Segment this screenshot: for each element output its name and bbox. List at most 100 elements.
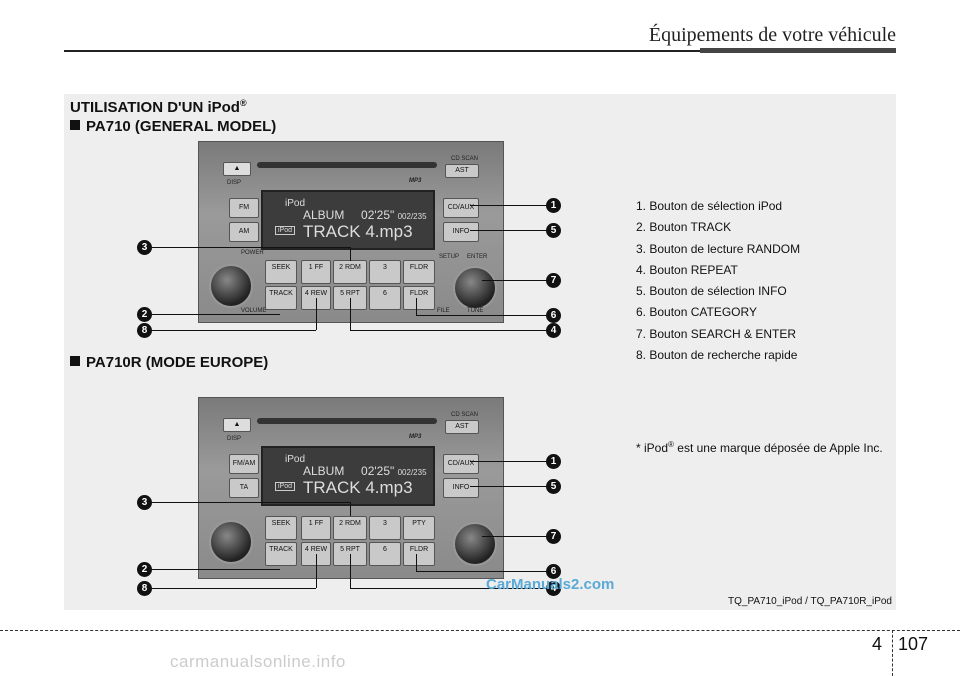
square-bullet-icon [70, 120, 80, 130]
watermark: CarManuals2.com [486, 576, 615, 593]
legend-item: 3. Bouton de lecture RANDOM [636, 241, 801, 256]
file-label: FILE [437, 308, 450, 314]
track-button: TRACK [265, 286, 297, 310]
lcd-album-row: ALBUM 02'25" 002/235 [303, 464, 427, 478]
disp-label: DISP [227, 436, 242, 442]
callout-vline-8b [316, 554, 317, 588]
lcd-display: iPod ALBUM 02'25" 002/235 iPod TRACK 4.m… [261, 446, 435, 506]
marker-4b: 4 [546, 581, 561, 596]
preset-1-ff-button: 1 FF [301, 516, 331, 540]
marker-8: 8 [137, 323, 152, 338]
callout-line-3 [152, 247, 350, 248]
legend-item: 4. Bouton REPEAT [636, 262, 738, 277]
lcd-time: 02'25" [361, 464, 395, 478]
callout-line-4 [350, 330, 546, 331]
lcd-count: 002/235 [397, 468, 427, 477]
callout-line-4b [350, 588, 546, 589]
note-prefix: * iPod [636, 441, 669, 455]
folder-button: FLDR [403, 542, 435, 566]
seek-button: SEEK [265, 260, 297, 284]
marker-1b: 1 [546, 454, 561, 469]
callout-line-1b [470, 461, 546, 462]
legend-item: 8. Bouton de recherche rapide [636, 348, 798, 363]
lcd-ipod-tag: iPod [275, 482, 296, 491]
lcd-ipod-tag: iPod [275, 226, 296, 235]
info-button: INFO [443, 478, 479, 498]
marker-8b: 8 [137, 581, 152, 596]
cd-scan-label: CD SCAN [451, 156, 479, 162]
lcd-track: TRACK 4.mp3 [303, 222, 413, 241]
ta-button: TA [229, 478, 259, 498]
folder-up-button: FLDR [403, 260, 435, 284]
callout-vline-6b [416, 554, 417, 571]
power-label: POWER [241, 250, 264, 256]
callout-line-6b [416, 571, 546, 572]
marker-7b: 7 [546, 529, 561, 544]
marker-3b: 3 [137, 495, 152, 510]
header-tab-bar [700, 48, 896, 53]
marker-2b: 2 [137, 562, 152, 577]
lcd-count: 002/235 [397, 212, 427, 221]
cd-scan-label: CD SCAN [451, 412, 479, 418]
subtitle-general-model: PA710 (GENERAL MODEL) [70, 118, 276, 135]
info-button: INFO [443, 222, 479, 242]
page-header-title: Équipements de votre véhicule [648, 24, 896, 46]
eject-button: ▲ [223, 418, 251, 432]
preset-6-button: 6 [369, 542, 401, 566]
image-reference: TQ_PA710_iPod / TQ_PA710R_iPod [728, 596, 892, 607]
callout-vline-4 [350, 298, 351, 330]
trademark-note: * iPod® est une marque déposée de Apple … [636, 436, 894, 457]
setup-label: SETUP [439, 254, 460, 260]
enter-label: ENTER [467, 254, 488, 260]
lcd-time: 02'25" [361, 208, 395, 222]
legend-item: 1. Bouton de sélection iPod [636, 199, 783, 213]
callout-line-2 [152, 314, 280, 315]
am-button: AM [229, 222, 259, 242]
marker-7: 7 [546, 273, 561, 288]
callout-line-3b [152, 502, 350, 503]
seek-button: SEEK [265, 516, 297, 540]
volume-knob [209, 264, 253, 308]
chapter-number: 4 [872, 634, 883, 654]
registered-mark: ® [239, 98, 247, 108]
page-number: 107 [898, 634, 929, 654]
ast-button: AST [445, 420, 479, 434]
subtitle-text: PA710 (GENERAL MODEL) [86, 118, 277, 135]
callout-line-8b [152, 588, 316, 589]
preset-6-button: 6 [369, 286, 401, 310]
ast-button: AST [445, 164, 479, 178]
callout-vline-3b [350, 502, 351, 516]
callout-line-2b [152, 569, 280, 570]
folder-down-button: FLDR [403, 286, 435, 310]
footer-dashed-rule [0, 630, 960, 631]
lcd-mode: iPod [285, 454, 306, 465]
eject-button: ▲ [223, 162, 251, 176]
volume-knob [209, 520, 253, 564]
lcd-track: TRACK 4.mp3 [303, 478, 413, 497]
marker-5: 5 [546, 223, 561, 238]
radio-pa710r-image: ▲ DISP CD SCAN AST MP3 FM/AM TA iPod ALB… [198, 397, 504, 579]
cd-slot [257, 418, 437, 424]
cd-aux-button: CD/AUX [443, 198, 479, 218]
callout-vline-4b [350, 554, 351, 588]
callout-line-5b [470, 486, 546, 487]
marker-1: 1 [546, 198, 561, 213]
disp-label: DISP [227, 180, 242, 186]
lcd-mode: iPod [285, 198, 306, 209]
note-registered-mark: ® [668, 440, 674, 449]
cd-aux-button: CD/AUX [443, 454, 479, 474]
callout-line-7 [482, 280, 546, 281]
square-bullet-icon [70, 356, 80, 366]
header-rule [64, 50, 896, 52]
callout-vline-3 [350, 247, 351, 261]
callout-vline-6 [416, 298, 417, 315]
callout-line-1 [470, 205, 546, 206]
lcd-display: iPod ALBUM 02'25" 002/235 iPod TRACK 4.m… [261, 190, 435, 250]
pty-button: PTY [403, 516, 435, 540]
cd-slot [257, 162, 437, 168]
page-number-divider [892, 630, 893, 676]
preset-1-ff-button: 1 FF [301, 260, 331, 284]
callout-vline-8 [316, 298, 317, 330]
fm-button: FM [229, 198, 259, 218]
legend-item: 2. Bouton TRACK [636, 220, 732, 235]
